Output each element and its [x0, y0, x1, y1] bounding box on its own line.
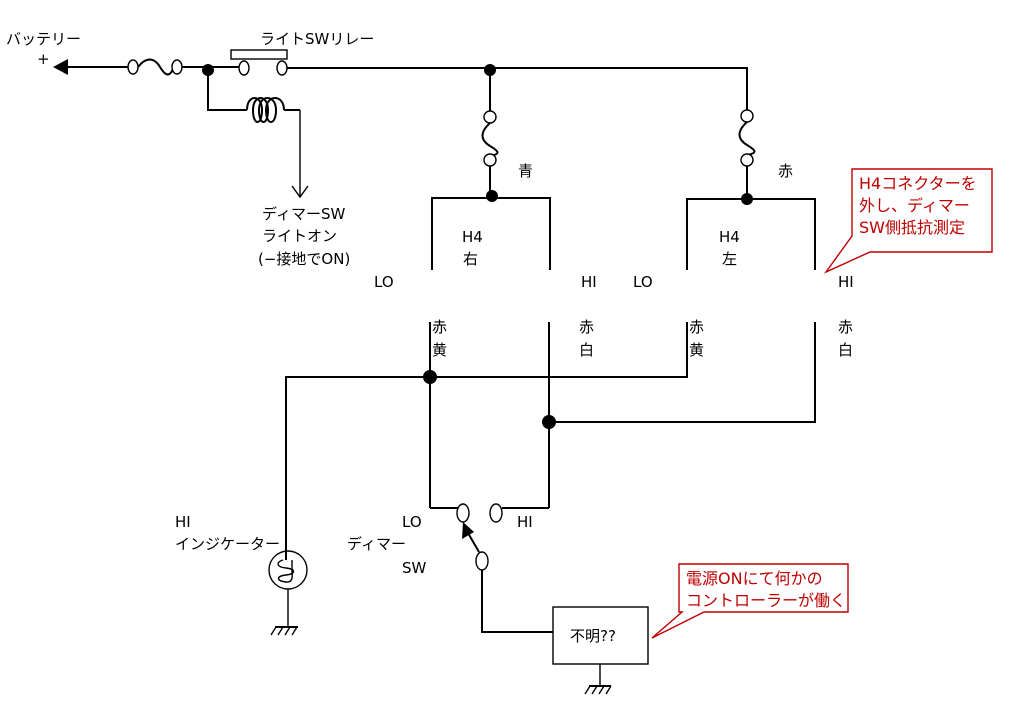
junction-lo	[423, 370, 437, 384]
blue-fuse	[481, 64, 499, 202]
label-wire-l-hi-1: 赤	[838, 318, 853, 336]
label-dimmer-sw-1: ディマー	[347, 535, 406, 553]
label-lo-right: LO	[374, 273, 394, 291]
label-h4-right-1: H4	[462, 228, 483, 246]
label-h4-left-2: 左	[722, 250, 737, 268]
label-unknown: 不明??	[570, 627, 616, 645]
callout-measure-line-3: SW側抵抗測定	[859, 218, 965, 237]
label-wire-r-lo-2: 黄	[432, 341, 447, 359]
label-hi-left: HI	[838, 273, 854, 291]
label-wire-l-lo-2: 黄	[689, 341, 704, 359]
lower-wiring	[285, 322, 816, 548]
hi-indicator-lamp	[268, 548, 308, 636]
label-dimmer-out-2: ライトオン	[262, 227, 337, 245]
callout-measure-line-2: 外し、ディマー	[859, 196, 970, 215]
label-wire-l-lo-1: 赤	[689, 318, 704, 336]
label-red: 赤	[778, 162, 793, 180]
junction-hi	[542, 415, 556, 429]
label-dimmer-sw-2: SW	[402, 559, 427, 577]
unknown-controller	[552, 606, 649, 695]
label-wire-r-hi-1: 赤	[579, 318, 594, 336]
label-dimmer-out-3: (−接地でON)	[258, 250, 350, 268]
h4-left-connector	[686, 198, 816, 270]
junction-h4-right	[486, 190, 498, 202]
label-h4-left-1: H4	[719, 228, 740, 246]
label-blue: 青	[518, 162, 533, 180]
label-hi-ind-2: インジケーター	[175, 535, 280, 553]
label-sw-lo: LO	[402, 513, 422, 531]
label-wire-r-hi-2: 白	[579, 341, 594, 359]
label-wire-l-hi-2: 白	[838, 341, 853, 359]
battery-line	[53, 58, 240, 76]
label-relay: ライトSWリレー	[260, 30, 374, 48]
callout-measure: H4コネクターを 外し、ディマー SW側抵抗測定	[823, 168, 993, 274]
battery-arrow-icon	[53, 59, 68, 75]
label-battery-plus: +	[37, 50, 50, 68]
callout-controller-line-2: コントローラーが働く	[686, 591, 846, 610]
callout-controller: 電源ONにて何かの コントローラーが働く	[651, 563, 849, 639]
callout-measure-line-1: H4コネクターを	[859, 174, 977, 193]
label-wire-r-lo-1: 赤	[432, 318, 447, 336]
label-battery: バッテリー	[6, 30, 81, 48]
label-sw-hi: HI	[517, 513, 533, 531]
label-hi-ind-1: HI	[175, 513, 191, 531]
label-lo-left: LO	[633, 273, 653, 291]
red-fuse	[738, 68, 756, 205]
dimmer-switch	[456, 503, 553, 633]
switch-arrow-icon	[462, 522, 474, 539]
h4-right-connector	[431, 197, 551, 270]
callout-controller-line-1: 電源ONにて何かの	[686, 569, 823, 588]
label-h4-right-2: 右	[463, 250, 478, 268]
light-sw-relay	[207, 49, 748, 199]
label-dimmer-out-1: ディマーSW	[262, 205, 345, 223]
label-hi-right: HI	[581, 273, 597, 291]
